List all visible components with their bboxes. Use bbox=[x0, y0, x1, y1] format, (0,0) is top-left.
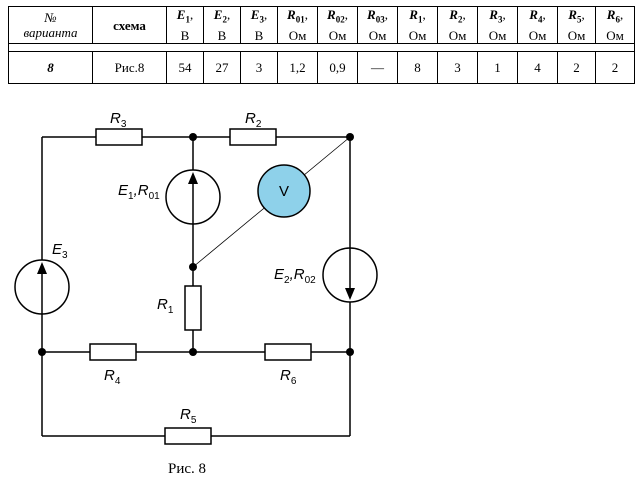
voltmeter: V bbox=[257, 164, 311, 218]
quantity-unit: В bbox=[180, 27, 190, 43]
header-quantity: R4,Ом bbox=[517, 6, 558, 44]
table-gap-row bbox=[8, 43, 635, 52]
header-quantity: R2,Ом bbox=[437, 6, 478, 44]
resistor-r2 bbox=[229, 128, 277, 146]
resistor-r4 bbox=[89, 343, 137, 361]
resistor-r5 bbox=[164, 427, 212, 445]
cell-value: 2 bbox=[557, 51, 596, 84]
resistor-r1 bbox=[184, 285, 202, 331]
quantity-symbol: R02 bbox=[327, 7, 345, 25]
cell-value: 1 bbox=[477, 51, 518, 84]
header-quantity: R02,Ом bbox=[317, 6, 358, 44]
label-r2: R2 bbox=[245, 110, 262, 130]
cell-scheme: Рис.8 bbox=[92, 51, 167, 84]
quantity-symbol: R01 bbox=[287, 7, 305, 25]
cell-value: 27 bbox=[203, 51, 241, 84]
quantity-unit: Ом bbox=[528, 27, 547, 43]
quantity-symbol: E1 bbox=[176, 7, 190, 25]
voltmeter-label: V bbox=[279, 183, 289, 200]
label-r4: R4 bbox=[104, 367, 121, 387]
header-quantity: R1,Ом bbox=[397, 6, 438, 44]
cell-value: 1,2 bbox=[277, 51, 318, 84]
label-r6: R6 bbox=[280, 367, 297, 387]
circuit-nodes bbox=[38, 133, 354, 356]
source-e2 bbox=[322, 247, 378, 303]
circuit-diagram: V R3 R2 E1,R01 E3 R1 E2,R02 R4 R6 R5 bbox=[14, 110, 378, 445]
quantity-symbol: R2 bbox=[449, 7, 463, 25]
cell-variant: 8 bbox=[8, 51, 93, 84]
resistor-r3 bbox=[95, 128, 143, 146]
table-row: 8 Рис.8 54 27 3 1,2 0,9 — 8 3 1 4 2 2 bbox=[8, 51, 635, 84]
cell-value: 8 bbox=[397, 51, 438, 84]
header-quantity: R3,Ом bbox=[477, 6, 518, 44]
quantity-symbol: R5 bbox=[568, 7, 582, 25]
cell-value: 54 bbox=[166, 51, 204, 84]
label-e2-r02: E2,R02 bbox=[274, 266, 316, 286]
cell-value: 2 bbox=[595, 51, 635, 84]
quantity-symbol: R4 bbox=[529, 7, 543, 25]
arrow-down-icon bbox=[345, 288, 355, 300]
quantity-unit: В bbox=[217, 27, 227, 43]
resistor-r6 bbox=[264, 343, 312, 361]
label-r1: R1 bbox=[157, 296, 174, 316]
quantity-unit: В bbox=[254, 27, 264, 43]
arrow-up-icon bbox=[37, 262, 47, 274]
cell-value: 4 bbox=[517, 51, 558, 84]
header-quantity: E2,В bbox=[203, 6, 241, 44]
header-quantity: R6,Ом bbox=[595, 6, 635, 44]
quantity-unit: Ом bbox=[448, 27, 467, 43]
quantity-unit: Ом bbox=[368, 27, 387, 43]
cell-value: 3 bbox=[437, 51, 478, 84]
header-quantity: E3,В bbox=[240, 6, 278, 44]
quantity-unit: Ом bbox=[488, 27, 507, 43]
source-e1 bbox=[165, 169, 221, 225]
quantity-symbol: R6 bbox=[606, 7, 620, 25]
header-quantity: R01,Ом bbox=[277, 6, 318, 44]
quantity-unit: Ом bbox=[567, 27, 586, 43]
label-r3: R3 bbox=[110, 110, 127, 130]
arrow-up-icon bbox=[188, 172, 198, 184]
label-r5: R5 bbox=[180, 406, 197, 426]
quantity-unit: Ом bbox=[328, 27, 347, 43]
source-e3 bbox=[14, 259, 70, 315]
label-e3: E3 bbox=[52, 241, 68, 261]
figure-caption: Рис. 8 bbox=[168, 461, 207, 477]
quantity-symbol: E3 bbox=[250, 7, 264, 25]
header-scheme: схема bbox=[92, 6, 167, 44]
quantity-symbol: R03 bbox=[367, 7, 385, 25]
cell-value: 3 bbox=[240, 51, 278, 84]
label-e1-r01: E1,R01 bbox=[118, 182, 160, 202]
cell-value: — bbox=[357, 51, 398, 84]
quantity-symbol: R3 bbox=[489, 7, 503, 25]
cell-value: 0,9 bbox=[317, 51, 358, 84]
header-quantity: R03,Ом bbox=[357, 6, 398, 44]
quantity-symbol: E2 bbox=[213, 7, 227, 25]
header-quantity: R5,Ом bbox=[557, 6, 596, 44]
quantity-unit: Ом bbox=[606, 27, 624, 43]
quantity-symbol: R1 bbox=[409, 7, 423, 25]
quantity-unit: Ом bbox=[288, 27, 307, 43]
header-quantity: E1,В bbox=[166, 6, 204, 44]
quantity-unit: Ом bbox=[408, 27, 427, 43]
